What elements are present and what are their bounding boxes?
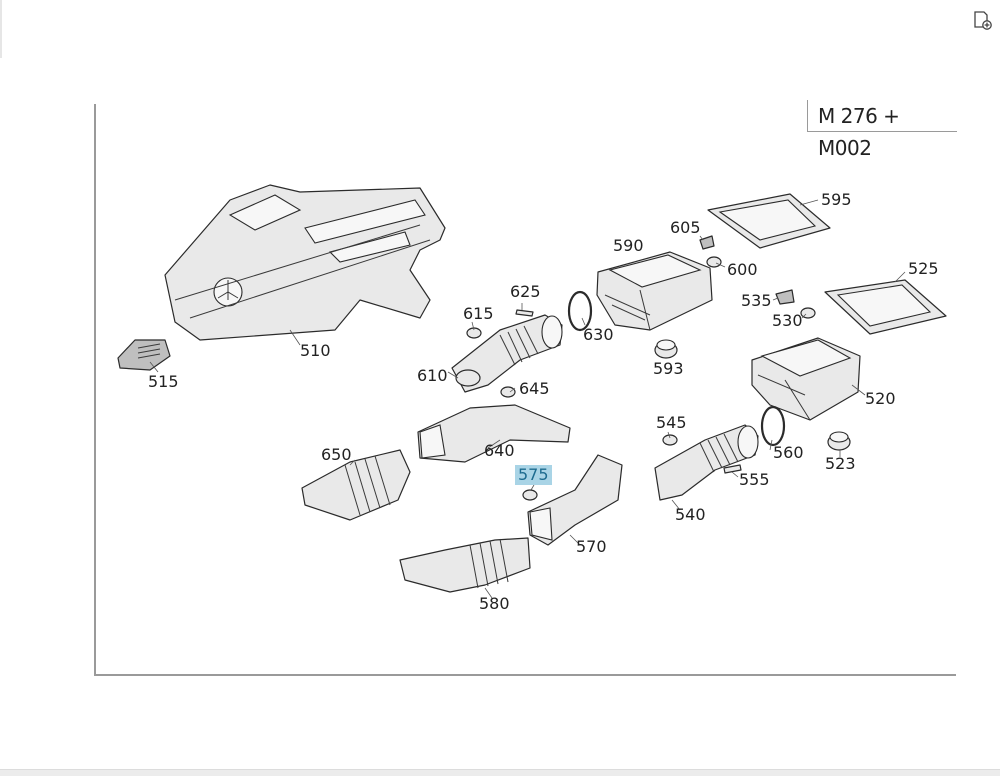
- callout-645[interactable]: 645: [519, 379, 550, 398]
- part-630-gasket[interactable]: [567, 290, 593, 332]
- part-645-nut[interactable]: [500, 386, 516, 398]
- callout-535[interactable]: 535: [741, 291, 772, 310]
- part-615-nut[interactable]: [466, 327, 482, 339]
- part-590-filter-housing[interactable]: [596, 251, 713, 331]
- part-580-air-duct[interactable]: [399, 537, 531, 593]
- part-523-mount[interactable]: [827, 431, 851, 451]
- callout-595[interactable]: 595: [821, 190, 852, 209]
- callout-590[interactable]: 590: [613, 236, 644, 255]
- part-610-intake-duct[interactable]: [451, 314, 563, 393]
- add-note-button[interactable]: [972, 9, 994, 31]
- part-625-screw[interactable]: [515, 309, 534, 317]
- part-525-filter-element[interactable]: [824, 279, 947, 335]
- part-650-air-duct[interactable]: [301, 449, 411, 521]
- callout-523[interactable]: 523: [825, 454, 856, 473]
- diagram-frame-left: [94, 104, 96, 676]
- callout-525[interactable]: 525: [908, 259, 939, 278]
- callout-625[interactable]: 625: [510, 282, 541, 301]
- callout-515[interactable]: 515: [148, 372, 179, 391]
- callout-560[interactable]: 560: [773, 443, 804, 462]
- part-570-air-duct[interactable]: [527, 454, 623, 546]
- part-545-nut[interactable]: [662, 434, 678, 446]
- part-593-mount[interactable]: [654, 339, 678, 359]
- part-555-screw[interactable]: [723, 464, 742, 474]
- callout-555[interactable]: 555: [739, 470, 770, 489]
- callout-520[interactable]: 520: [865, 389, 896, 408]
- part-605-sensor[interactable]: [699, 235, 715, 250]
- callout-540[interactable]: 540: [675, 505, 706, 524]
- panel-left-edge: [0, 0, 2, 58]
- callout-510[interactable]: 510: [300, 341, 331, 360]
- part-535-sensor[interactable]: [775, 289, 795, 305]
- callout-615[interactable]: 615: [463, 304, 494, 323]
- diagram-frame-bottom: [94, 674, 956, 676]
- callout-530[interactable]: 530: [772, 311, 803, 330]
- part-575-nut[interactable]: [522, 489, 538, 501]
- model-label: M 276 + M002: [807, 100, 957, 160]
- part-515-cover-clip[interactable]: [117, 339, 171, 371]
- callout-600[interactable]: 600: [727, 260, 758, 279]
- part-560-gasket[interactable]: [760, 405, 786, 447]
- callout-580[interactable]: 580: [479, 594, 510, 613]
- add-note-icon: [974, 11, 992, 30]
- callout-545[interactable]: 545: [656, 413, 687, 432]
- leader-lines: [149, 199, 906, 599]
- callout-630[interactable]: 630: [583, 325, 614, 344]
- part-600-nut[interactable]: [706, 256, 722, 268]
- part-595-filter-element[interactable]: [707, 193, 831, 249]
- callout-593[interactable]: 593: [653, 359, 684, 378]
- part-540-intake-duct[interactable]: [654, 424, 759, 501]
- callout-650[interactable]: 650: [321, 445, 352, 464]
- callout-640[interactable]: 640: [484, 441, 515, 460]
- callout-605[interactable]: 605: [670, 218, 701, 237]
- callout-575-selected[interactable]: 575: [515, 465, 552, 485]
- part-520-filter-housing[interactable]: [751, 337, 861, 421]
- part-640-air-duct[interactable]: [417, 404, 571, 463]
- part-510-engine-cover[interactable]: [164, 184, 446, 341]
- bottom-scrollbar[interactable]: [0, 769, 1000, 776]
- callout-570[interactable]: 570: [576, 537, 607, 556]
- callout-610[interactable]: 610: [417, 366, 448, 385]
